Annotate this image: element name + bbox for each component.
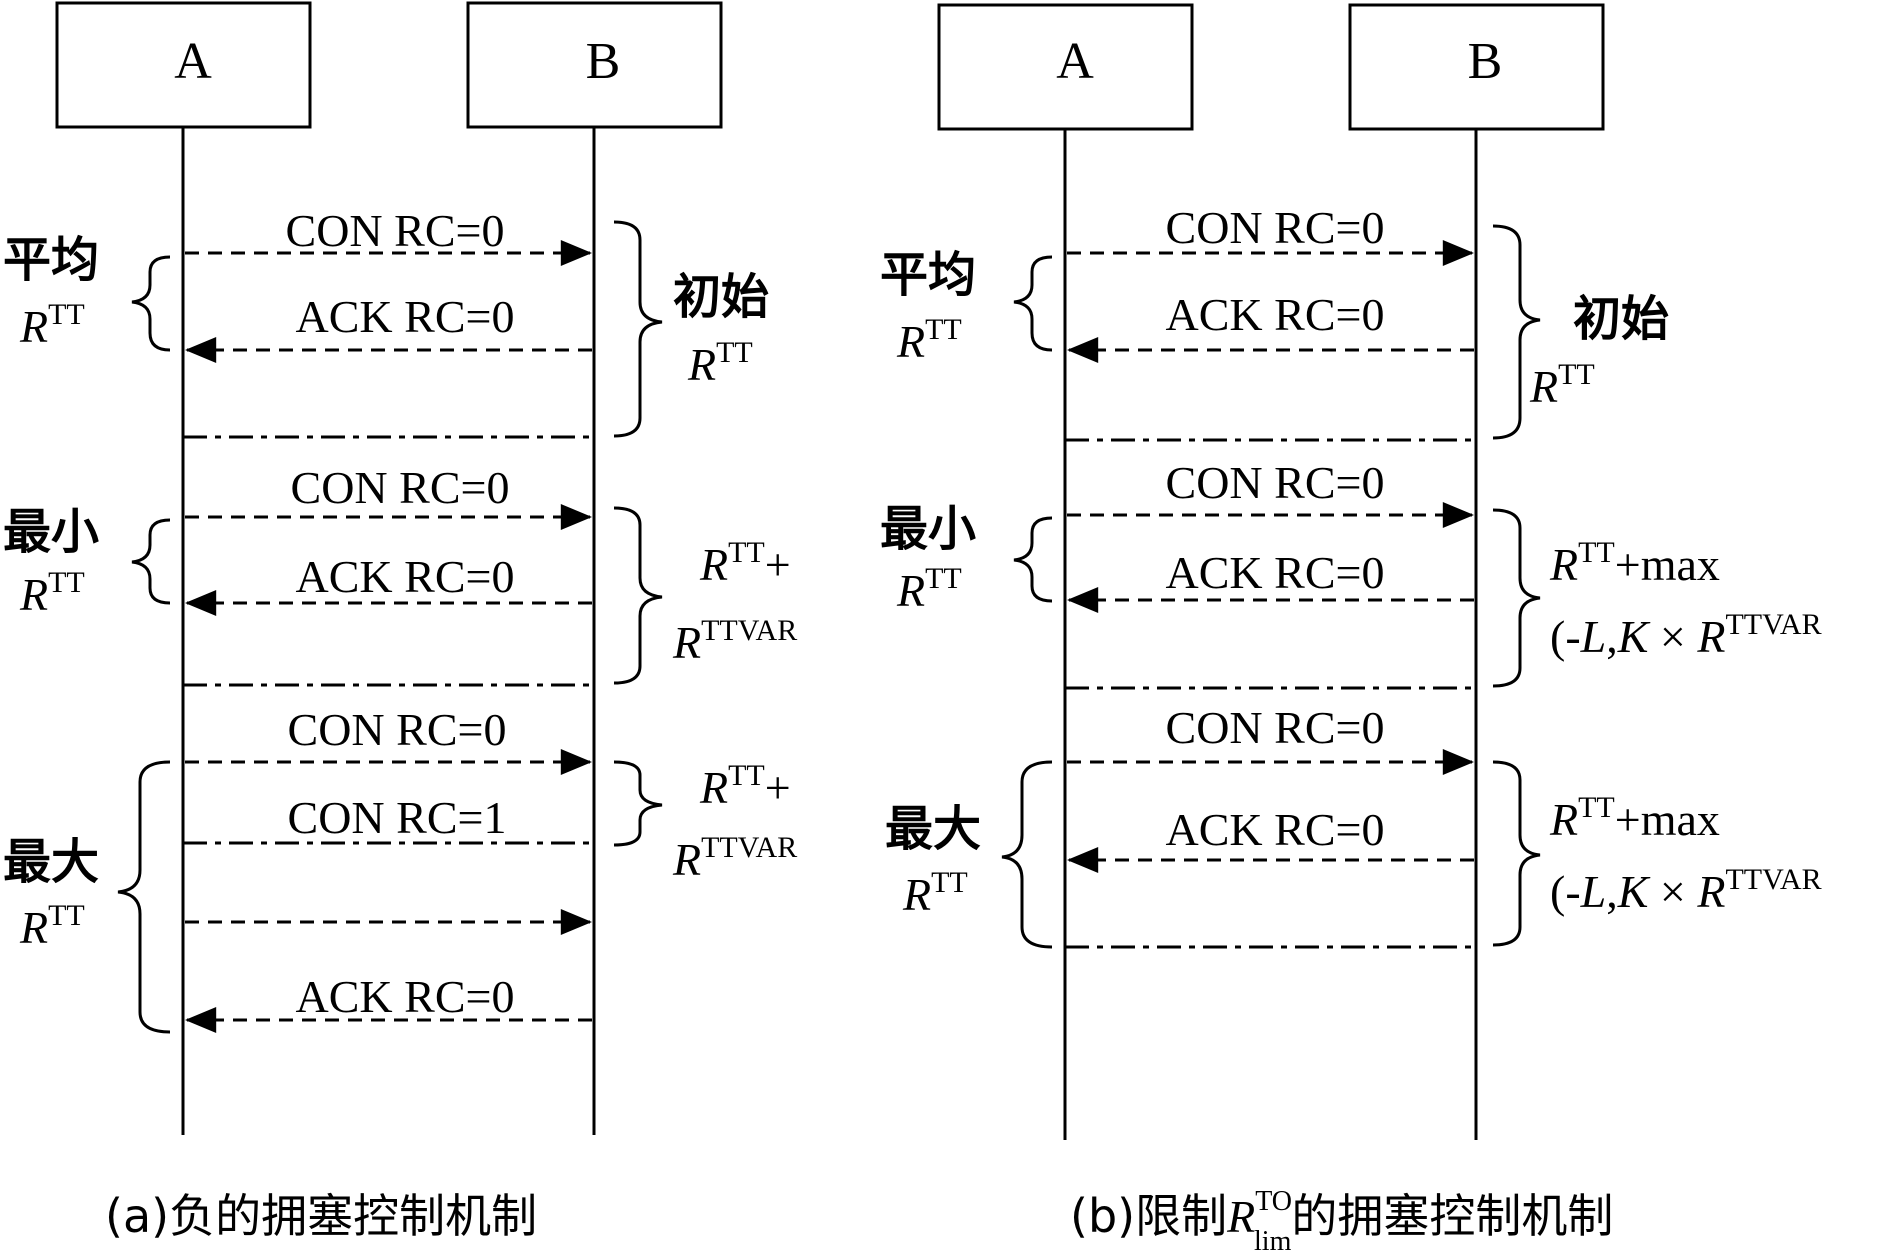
label-rtt: RTT	[896, 562, 962, 616]
label-min: 最小	[880, 501, 976, 557]
label-rtt: RTT	[687, 336, 753, 390]
msg-con-rc0: CON RC=0	[286, 205, 505, 256]
label-max-args: (-L,K × RTTVAR	[1550, 608, 1822, 662]
label-rttvar: RTTVAR	[672, 831, 797, 885]
msg-ack-rc0: ACK RC=0	[1166, 804, 1385, 855]
label-avg: 平均	[3, 232, 99, 288]
msg-con-rc0: CON RC=0	[288, 704, 507, 755]
label-rtt-plus: RTT+	[699, 536, 791, 590]
label-max: 最大	[885, 801, 981, 857]
label-rtt: RTT	[19, 566, 85, 620]
entity-a-label: A	[174, 33, 212, 90]
label-rtt: RTT	[19, 298, 85, 352]
msg-ack-rc0: ACK RC=0	[296, 291, 515, 342]
label-initial: 初始	[673, 269, 769, 325]
msg-con-rc0: CON RC=0	[291, 462, 510, 513]
panel-a: A B CON RC=0 ACK RC=0 平均 RTT 初始 RTT CON …	[3, 1, 797, 1243]
msg-ack-rc0: ACK RC=0	[296, 551, 515, 602]
msg-con-rc0: CON RC=0	[1166, 702, 1385, 753]
label-rtt: RTT	[1529, 358, 1595, 412]
brace-left	[1013, 516, 1053, 603]
msg-con-rc1: CON RC=1	[288, 792, 507, 843]
label-rtt-plus: RTT+	[699, 759, 791, 813]
entity-a-box	[55, 1, 312, 129]
label-rttvar: RTTVAR	[672, 614, 797, 668]
msg-con-rc0: CON RC=0	[1166, 202, 1385, 253]
brace-right	[1492, 508, 1541, 688]
brace-left	[117, 760, 171, 1034]
brace-left	[131, 255, 171, 352]
caption-a: (a)负的拥塞控制机制	[105, 1189, 537, 1243]
msg-ack-rc0: ACK RC=0	[296, 971, 515, 1022]
brace-right	[1492, 760, 1541, 947]
msg-ack-rc0: ACK RC=0	[1166, 547, 1385, 598]
entity-a-label: A	[1056, 33, 1094, 90]
msg-con-rc0: CON RC=0	[1166, 457, 1385, 508]
panel-b: A B CON RC=0 ACK RC=0 平均 RTT 初始 RTT CON …	[880, 3, 1822, 1251]
entity-b-label: B	[586, 33, 621, 90]
entity-b-box	[466, 1, 723, 129]
label-initial: 初始	[1573, 291, 1669, 347]
entity-b-label: B	[1468, 33, 1503, 90]
label-min: 最小	[3, 504, 99, 560]
label-rtt: RTT	[19, 899, 85, 953]
label-rtt-max: RTT+max	[1549, 536, 1720, 590]
label-max: 最大	[3, 834, 99, 890]
entity-b-box	[1348, 3, 1605, 131]
brace-right	[1492, 224, 1541, 440]
brace-left	[131, 518, 171, 605]
brace-left	[1013, 255, 1053, 352]
brace-right	[613, 760, 663, 847]
label-max-args: (-L,K × RTTVAR	[1550, 863, 1822, 917]
label-rtt-max: RTT+max	[1549, 791, 1720, 845]
msg-ack-rc0: ACK RC=0	[1166, 289, 1385, 340]
label-avg: 平均	[880, 247, 976, 303]
brace-left	[1001, 760, 1053, 949]
brace-right	[613, 506, 663, 685]
brace-right	[613, 220, 663, 438]
label-rtt: RTT	[902, 866, 968, 920]
label-rtt: RTT	[896, 313, 962, 367]
entity-a-box	[937, 3, 1194, 131]
